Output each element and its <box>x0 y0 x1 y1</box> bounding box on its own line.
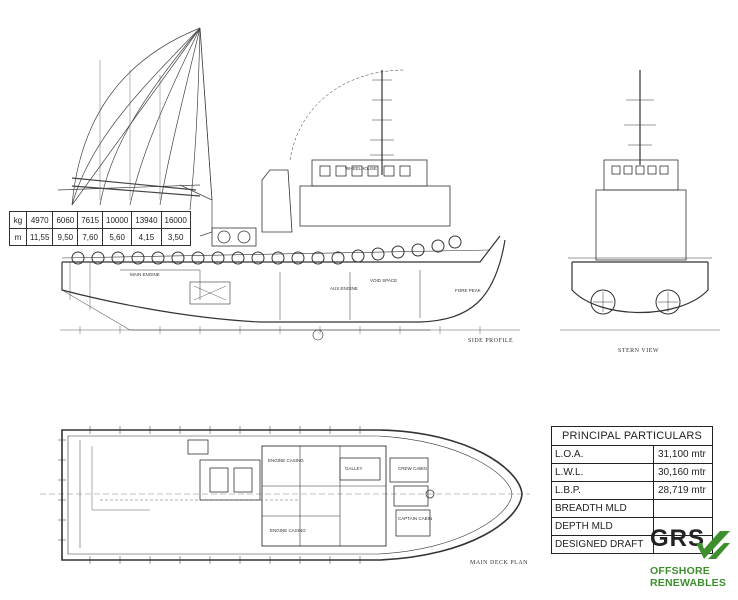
svg-text:ENGINE CASING: ENGINE CASING <box>268 458 304 463</box>
svg-text:VOID SPACE: VOID SPACE <box>370 278 397 283</box>
svg-text:GALLEY: GALLEY <box>345 466 363 471</box>
capacity-row-kg: kg 4970 6060 7615 10000 13940 16000 <box>9 211 191 229</box>
particulars-value: 30,160 mtr <box>658 467 706 478</box>
m-value: 11,55 <box>25 228 54 246</box>
m-value: 9,50 <box>52 228 79 246</box>
svg-text:ENGINE CASING: ENGINE CASING <box>270 528 306 533</box>
kg-value: 16000 <box>160 211 191 229</box>
particulars-row: BREADTH MLD <box>552 500 712 518</box>
main-deck-plan-label: MAIN DECK PLAN <box>470 560 528 566</box>
m-value: 7,60 <box>77 228 104 246</box>
svg-text:CAPTAIN CABIN: CAPTAIN CABIN <box>398 516 432 521</box>
particulars-row: L.W.L. 30,160 mtr <box>552 464 712 482</box>
svg-text:MAIN ENGINE: MAIN ENGINE <box>130 272 160 277</box>
particulars-label: L.O.A. <box>552 446 654 463</box>
particulars-row: L.B.P. 28,719 mtr <box>552 482 712 500</box>
kg-value: 13940 <box>131 211 162 229</box>
main-deck-plan-view <box>40 426 530 564</box>
m-unit-label: m <box>9 228 27 246</box>
m-value: 3,50 <box>160 228 191 246</box>
svg-text:WHEELHOUSE: WHEELHOUSE <box>345 166 377 171</box>
svg-text:CREW CABIN: CREW CABIN <box>398 466 427 471</box>
stern-view <box>560 70 720 331</box>
particulars-title: PRINCIPAL PARTICULARS <box>552 427 712 446</box>
particulars-label: L.W.L. <box>552 464 654 481</box>
m-value: 5,60 <box>102 228 133 246</box>
logo-chevron-mark <box>696 531 730 559</box>
particulars-label: L.B.P. <box>552 482 654 499</box>
particulars-label: BREADTH MLD <box>552 500 654 517</box>
stern-view-label: STERN VIEW <box>618 348 660 354</box>
particulars-row: L.O.A. 31,100 mtr <box>552 446 712 464</box>
m-value: 4,15 <box>131 228 162 246</box>
capacity-row-m: m 11,55 9,50 7,60 5,60 4,15 3,50 <box>9 228 191 246</box>
kg-value: 7615 <box>77 211 104 229</box>
kg-value: 4970 <box>25 211 54 229</box>
kg-value: 10000 <box>102 211 133 229</box>
particulars-row: DEPTH MLD <box>552 518 712 536</box>
kg-value: 6060 <box>52 211 79 229</box>
particulars-row: DESIGNED DRAFT <box>552 536 712 553</box>
particulars-label: DEPTH MLD <box>552 518 654 535</box>
svg-text:AUX ENGINE: AUX ENGINE <box>330 286 358 291</box>
crane-capacity-table: kg 4970 6060 7615 10000 13940 16000 m 11… <box>9 211 191 246</box>
svg-text:FORE PEAK: FORE PEAK <box>455 288 481 293</box>
particulars-label: DESIGNED DRAFT <box>552 536 654 553</box>
logo-name: GRS <box>650 525 706 552</box>
grs-logo: GRS OFFSHORE RENEWABLES <box>648 525 734 595</box>
principal-particulars-table: PRINCIPAL PARTICULARS L.O.A. 31,100 mtr … <box>551 426 713 554</box>
logo-line1: OFFSHORE <box>650 565 710 577</box>
side-profile-view <box>57 27 520 341</box>
side-profile-label: SIDE PROFILE <box>468 338 514 344</box>
logo-line2: RENEWABLES <box>650 577 727 589</box>
particulars-value: 31,100 mtr <box>658 449 706 460</box>
kg-unit-label: kg <box>9 211 27 229</box>
particulars-value: 28,719 mtr <box>658 485 706 496</box>
